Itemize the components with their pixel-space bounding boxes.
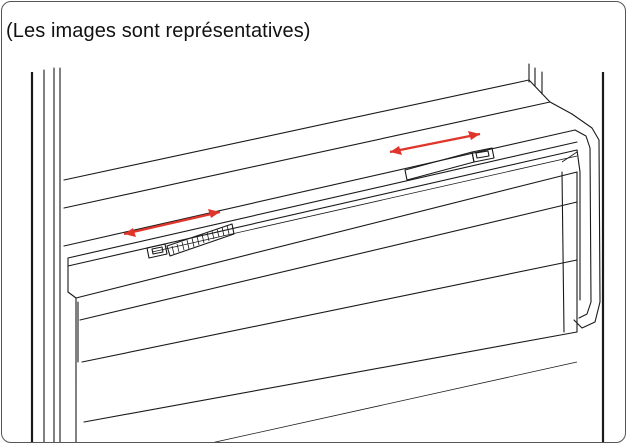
shelf-top	[63, 79, 578, 267]
left-wall	[30, 67, 61, 442]
right-wall	[528, 63, 605, 442]
front-panel	[67, 171, 578, 442]
right-slider	[404, 147, 495, 181]
left-slider	[146, 223, 235, 259]
double-arrow-icon-right	[389, 131, 481, 155]
caption-text: (Les images sont représentatives)	[6, 20, 311, 42]
rail-end-cap	[561, 113, 601, 329]
double-arrow-icon-left	[123, 209, 221, 237]
